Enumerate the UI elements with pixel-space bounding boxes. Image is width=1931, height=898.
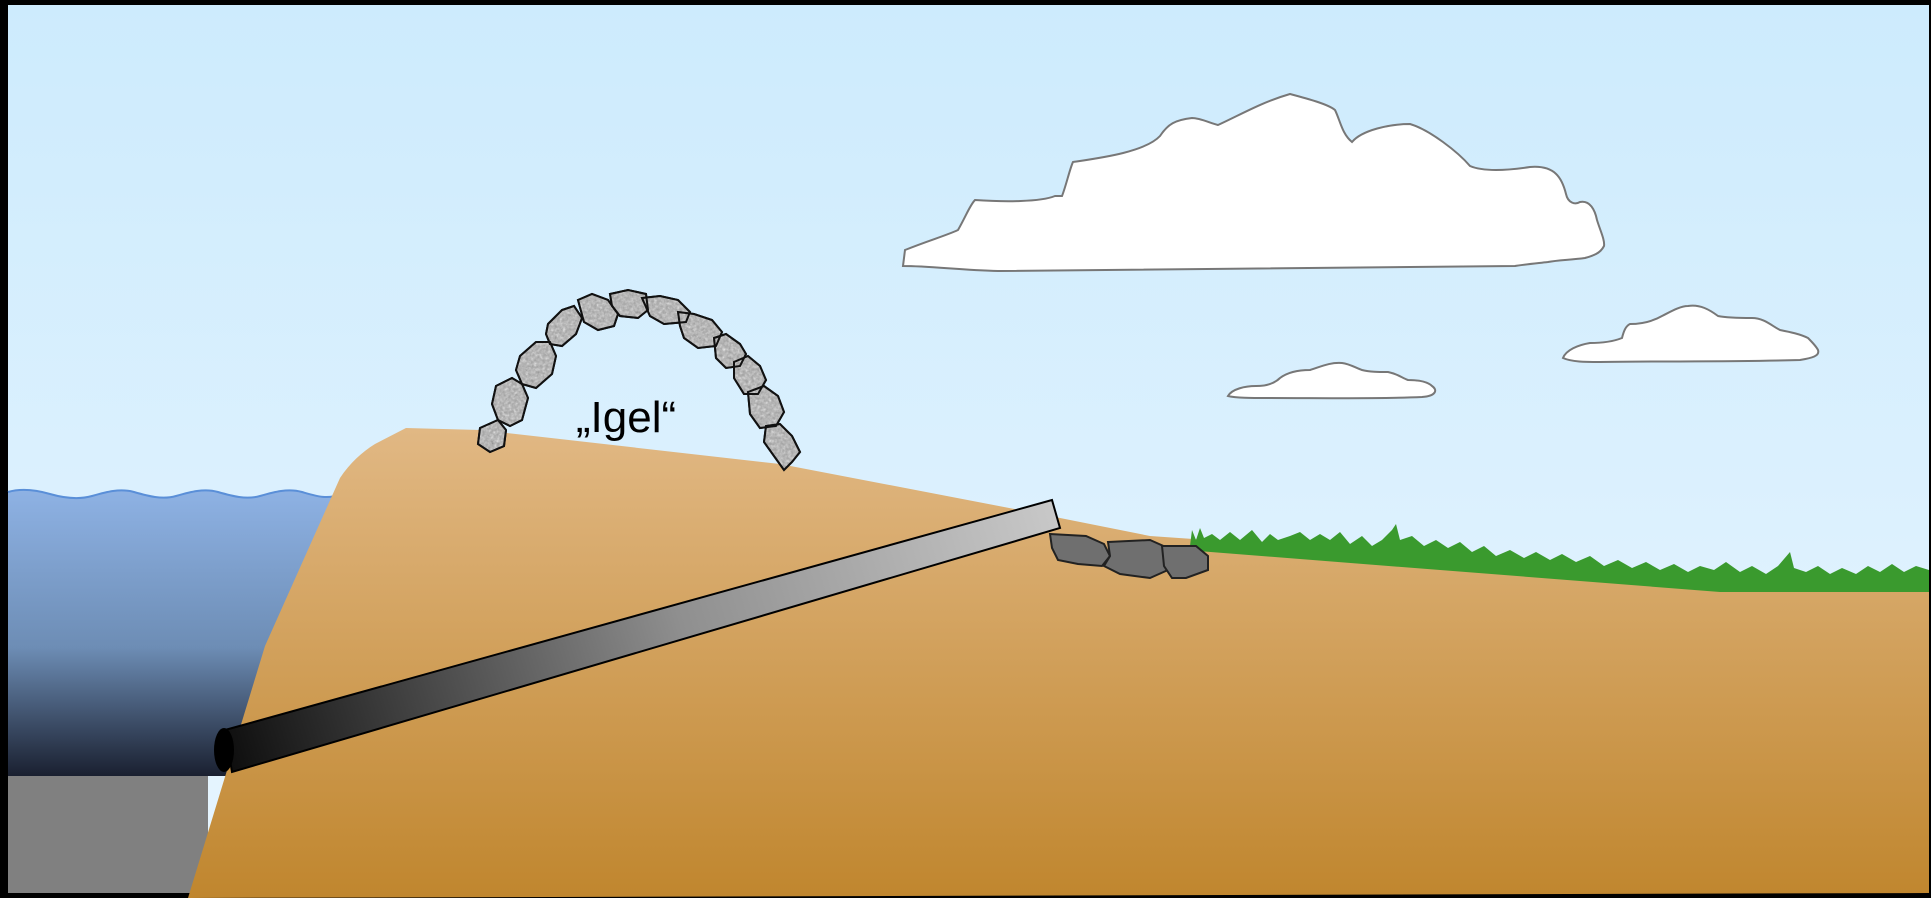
large-cloud bbox=[901, 92, 1606, 273]
outlet-stone bbox=[1160, 545, 1209, 579]
outlet-stone bbox=[1102, 538, 1169, 580]
clouds bbox=[901, 92, 1820, 400]
outlet-stone bbox=[1048, 532, 1112, 568]
grass bbox=[1160, 524, 1929, 592]
pipe-opening bbox=[214, 728, 234, 772]
outlet-stones bbox=[1048, 532, 1209, 580]
igel-label: „Igel“ bbox=[576, 393, 676, 442]
small-cloud bbox=[1226, 361, 1437, 400]
stone-arch bbox=[476, 288, 802, 472]
water-surface-line bbox=[7, 488, 341, 500]
dam-embankment bbox=[188, 428, 1929, 898]
pipe bbox=[214, 498, 1062, 774]
medium-cloud bbox=[1561, 304, 1820, 364]
lakebed bbox=[8, 776, 208, 893]
